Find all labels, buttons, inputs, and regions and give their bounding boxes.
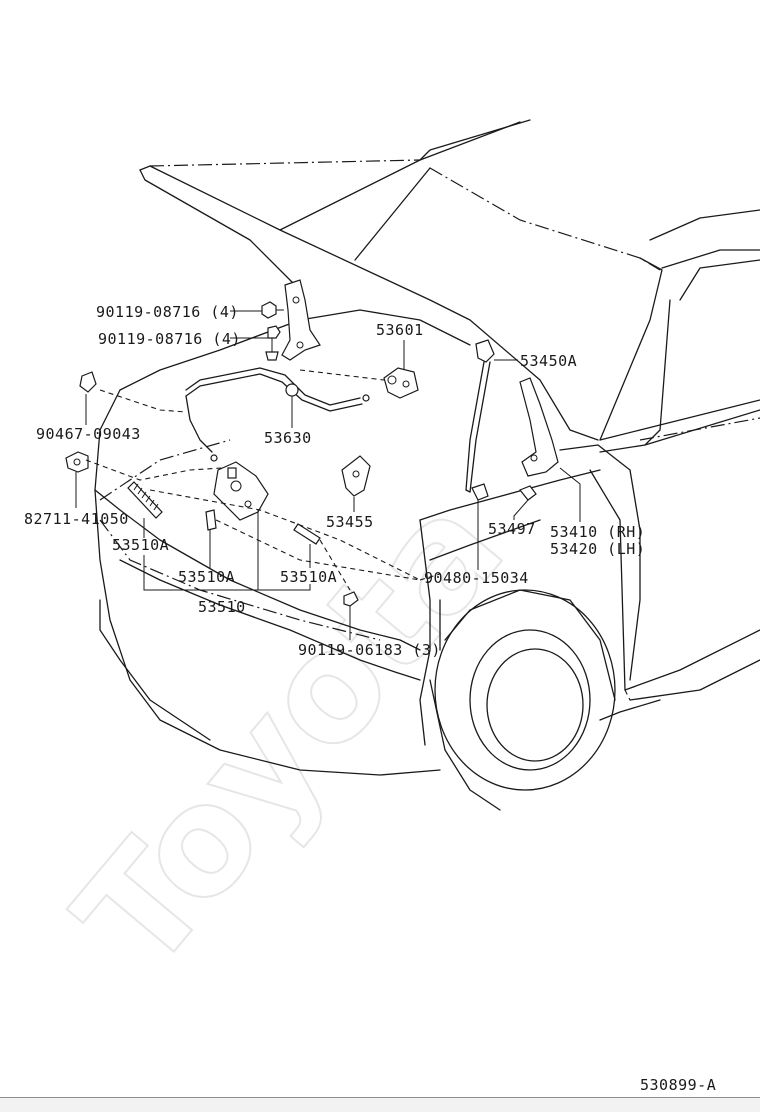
lock-bracket-part <box>341 455 371 497</box>
callout-bolt-lower: 90119-08716 (4) <box>98 330 241 348</box>
callout-hood-lock-release: 53601 <box>376 321 424 339</box>
callout-hood-lock: 53510 <box>198 598 246 616</box>
callout-bolt-bottom: 90119-06183 (3) <box>298 641 441 659</box>
hood-hinge-right <box>519 377 559 477</box>
figure-code: 530899-A <box>640 1076 717 1094</box>
grommet-part <box>471 483 489 501</box>
hood-lock-release-part <box>383 367 419 399</box>
leader-lines <box>75 310 581 640</box>
callout-spring-mid: 53510A <box>178 568 236 586</box>
vehicle-outline <box>94 119 760 811</box>
bolt-lower-part <box>265 325 281 361</box>
callout-clip: 90467-09043 <box>36 425 141 443</box>
callout-spring-left: 53510A <box>112 536 170 554</box>
callout-horn: 82711-41050 <box>24 510 129 528</box>
support-rod-part <box>465 339 495 493</box>
assembly-lines <box>85 369 441 591</box>
callout-hinge-lh: 53420 (LH) <box>550 540 646 558</box>
callout-cushion: 53497 <box>488 520 536 538</box>
callout-bolt-upper: 90119-08716 (4) <box>96 303 239 321</box>
hood-lock-part <box>213 461 269 521</box>
callout-hinge-rh: 53410 (RH) <box>550 523 646 541</box>
callout-lock-bracket: 53455 <box>326 513 374 531</box>
cushion-part <box>519 485 537 501</box>
bottom-band <box>0 1098 760 1112</box>
callout-grommet: 90480-15034 <box>424 569 529 587</box>
bolt-bottom-part <box>343 591 359 607</box>
callout-spring-right: 53510A <box>280 568 338 586</box>
callout-cable: 53630 <box>264 429 312 447</box>
horn-part <box>65 451 89 473</box>
bolt-upper-part <box>261 301 284 319</box>
spring-mid-part <box>205 509 217 531</box>
cable-part <box>185 367 370 462</box>
hood-hinge-left <box>281 279 321 361</box>
callout-support-rod: 53450A <box>520 352 578 370</box>
spring-right-part <box>293 523 321 545</box>
spring-left-part <box>127 481 163 519</box>
clip-part <box>79 371 97 393</box>
